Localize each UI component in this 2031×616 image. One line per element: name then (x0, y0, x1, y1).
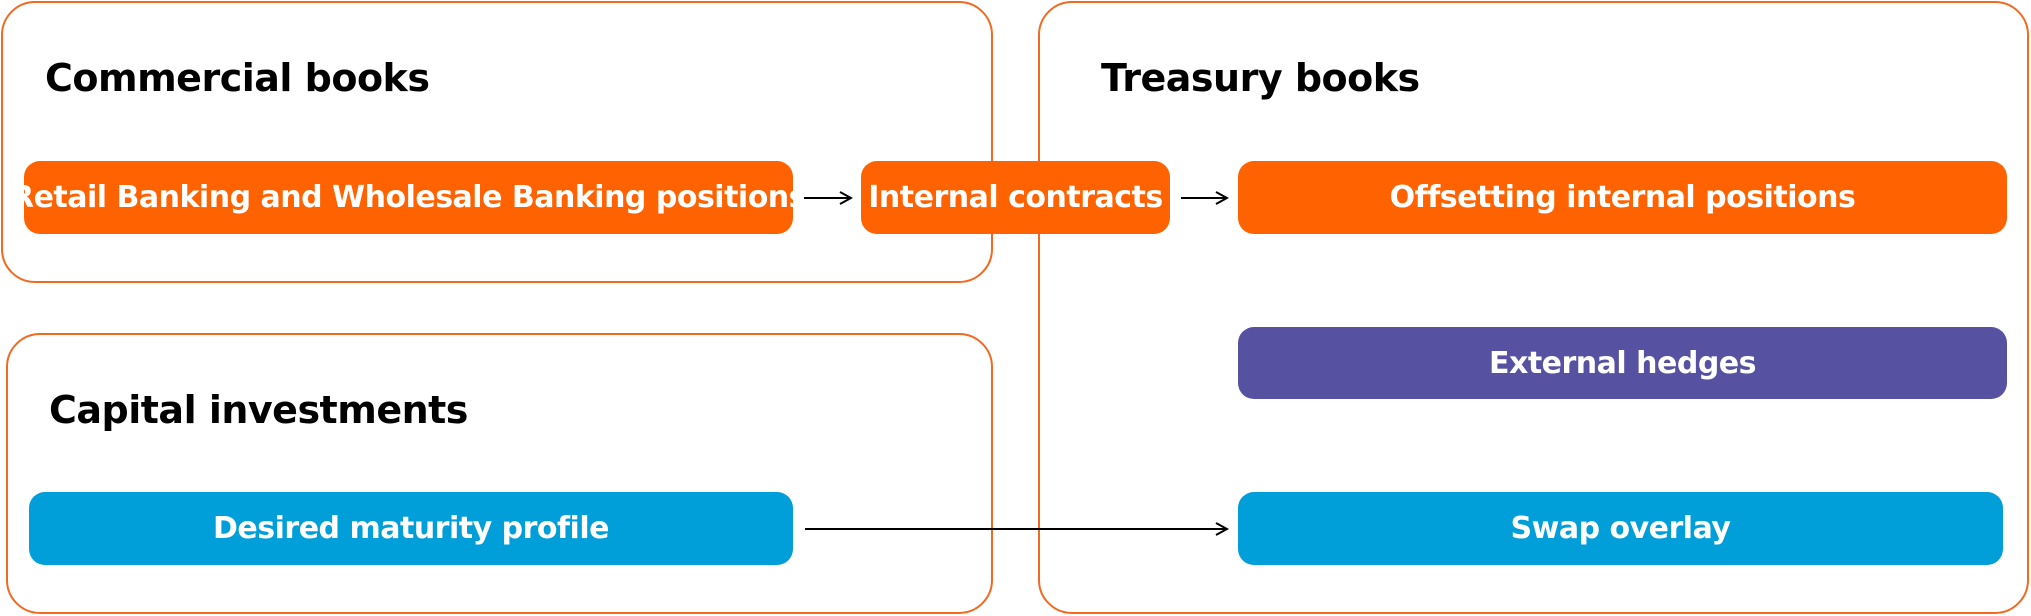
treasury-books-title: Treasury books (1101, 56, 1420, 100)
offsetting-internal-positions-box: Offsetting internal positions (1238, 161, 2007, 234)
treasury-books-panel (1038, 1, 2029, 614)
external-hedges-box: External hedges (1238, 327, 2007, 399)
internal-contracts-box: Internal contracts (861, 161, 1170, 234)
capital-investments-panel (6, 333, 993, 614)
commercial-books-panel (1, 1, 993, 283)
capital-investments-title: Capital investments (49, 388, 468, 432)
swap-overlay-box: Swap overlay (1238, 492, 2003, 565)
desired-maturity-profile-box: Desired maturity profile (29, 492, 793, 565)
retail-wholesale-positions-box: Retail Banking and Wholesale Banking pos… (11, 161, 807, 234)
commercial-books-title: Commercial books (45, 56, 430, 100)
